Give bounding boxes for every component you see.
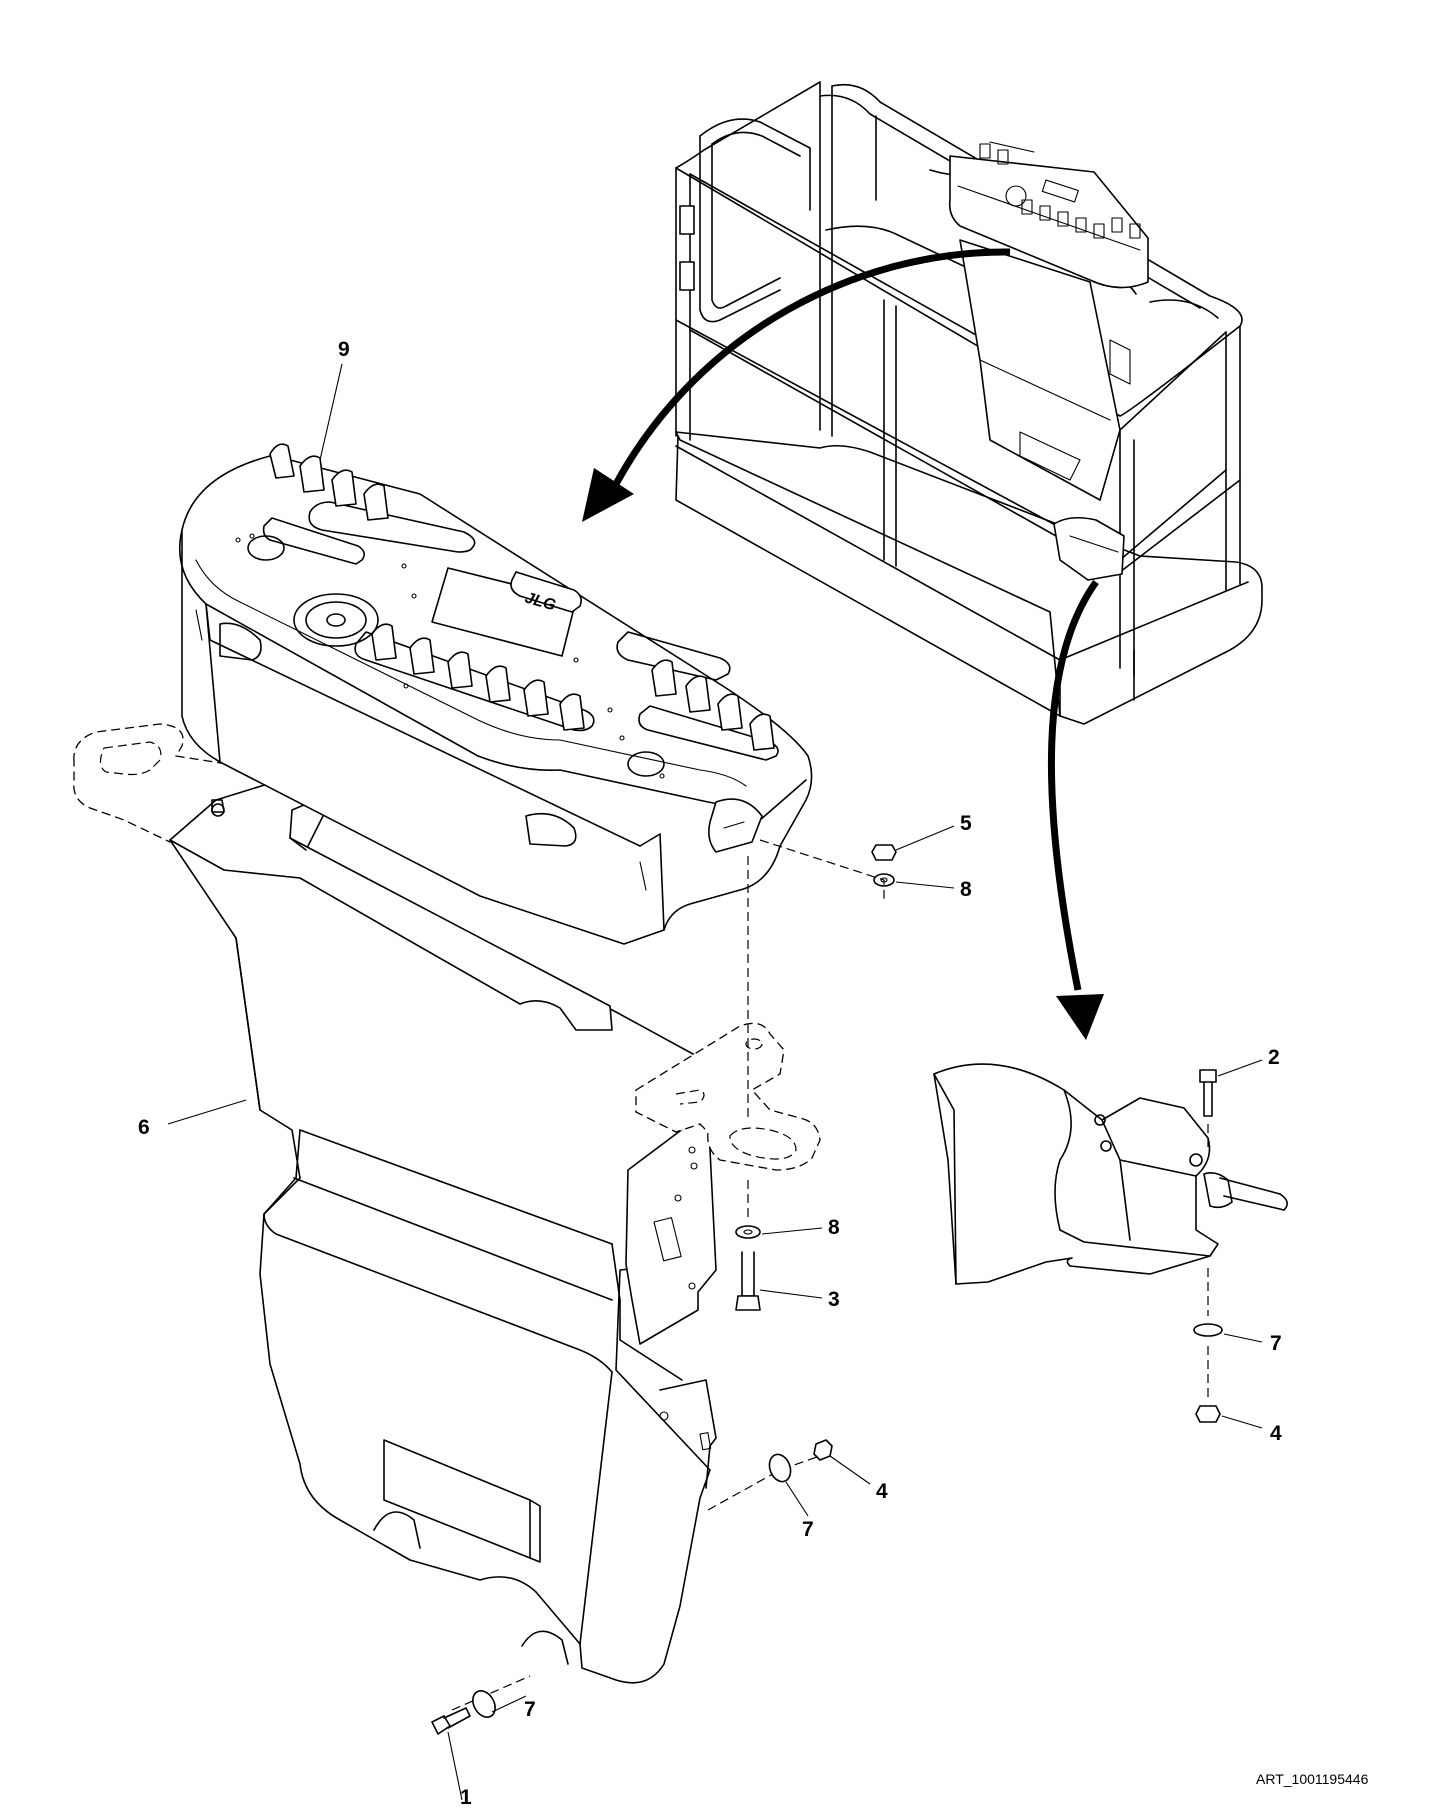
nut-item-4-middle: [813, 1439, 833, 1461]
washer-item-7-bottom: [472, 1690, 496, 1718]
callout-6: 6: [138, 1116, 150, 1139]
nut-item-4-right: [1195, 1405, 1221, 1423]
bolt-item-3: [735, 1251, 761, 1311]
foot-switch: [933, 1063, 1288, 1285]
control-box: JLG: [178, 443, 813, 945]
bolt-item-2: [1199, 1069, 1217, 1117]
nut-item-5: [871, 844, 897, 861]
platform-basket: [675, 81, 1263, 725]
callout-5: 5: [960, 812, 972, 835]
callout-7-bottom: 7: [524, 1698, 536, 1721]
washer-item-7-right: [1193, 1323, 1223, 1337]
callout-7-middle: 7: [802, 1518, 814, 1541]
callout-2: 2: [1268, 1046, 1280, 1069]
arrow-to-control-box: [582, 248, 1011, 522]
console-stand: [169, 773, 717, 1684]
mounting-plate-dashed: [635, 1022, 821, 1171]
bolt-item-1: [431, 1707, 471, 1735]
art-number: ART_1001195446: [1256, 1771, 1369, 1787]
callout-3: 3: [828, 1288, 840, 1311]
callout-7-right: 7: [1270, 1332, 1282, 1355]
washer-item-7-middle: [768, 1453, 792, 1483]
leader-lines: [167, 363, 1263, 1801]
callout-8-lower: 8: [828, 1216, 840, 1239]
callout-4-right: 4: [1270, 1422, 1282, 1445]
callout-1: 1: [460, 1786, 472, 1809]
arrow-to-foot-switch: [1047, 579, 1104, 1040]
callout-9: 9: [338, 338, 350, 361]
mounting-bracket-dashed: [73, 723, 338, 843]
callout-4-middle: 4: [876, 1480, 888, 1503]
callout-8-upper: 8: [960, 878, 972, 901]
washer-item-8-lower: [735, 1225, 761, 1239]
